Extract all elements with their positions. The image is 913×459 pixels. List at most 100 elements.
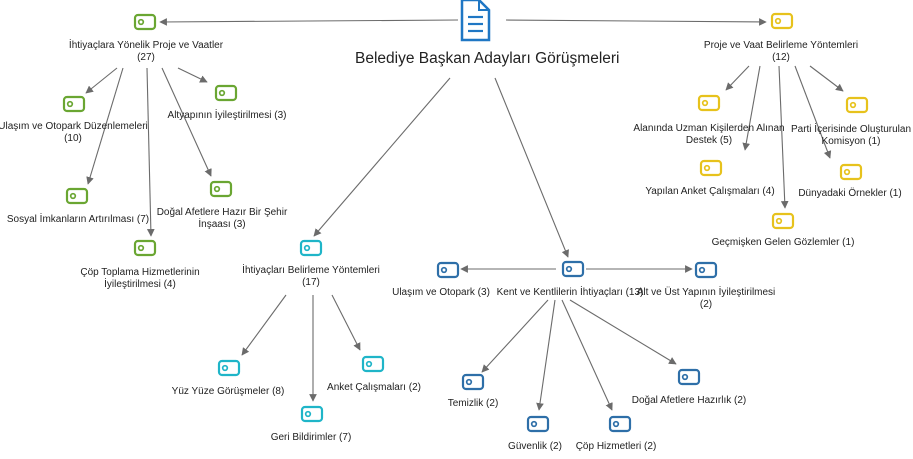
connector-arrow bbox=[536, 299, 556, 411]
node-guvenlik[interactable]: Güvenlik (2) bbox=[508, 441, 562, 453]
connector-arrow bbox=[794, 65, 832, 159]
node-label: Yüz Yüze Görüşmeler (8) bbox=[171, 386, 285, 397]
code-icon[interactable] bbox=[845, 96, 869, 114]
node-label: Alt ve Üst Yapının İyileştirilmesi bbox=[636, 287, 776, 298]
node-label: İhtiyaçlara Yönelik Proje ve Vaatler bbox=[68, 40, 224, 51]
connector-arrow bbox=[241, 294, 287, 356]
root-label: Belediye Başkan Adayları Görüşmeleri bbox=[355, 50, 620, 67]
node-cop[interactable]: Çöp Toplama Hizmetlerinin İyileştirilmes… bbox=[80, 267, 199, 291]
code-icon[interactable] bbox=[209, 180, 233, 198]
code-icon[interactable] bbox=[461, 373, 485, 391]
code-icon[interactable] bbox=[214, 84, 238, 102]
node-uzman[interactable]: Alanında Uzman Kişilerden Alınan Destek … bbox=[633, 123, 784, 147]
connector-arrow bbox=[561, 299, 613, 411]
code-icon[interactable] bbox=[608, 415, 632, 433]
node-gecmis[interactable]: Geçmişken Gelen Gözlemler (1) bbox=[712, 237, 855, 249]
code-icon[interactable] bbox=[697, 94, 721, 112]
code-icon[interactable] bbox=[65, 187, 89, 205]
code-icon[interactable] bbox=[699, 159, 723, 177]
connector-arrow bbox=[505, 18, 767, 26]
node-yuzyuze[interactable]: Yüz Yüze Görüşmeler (8) bbox=[172, 386, 285, 398]
code-icon[interactable] bbox=[839, 163, 863, 181]
node-label: Kent ve Kentlilerin İhtiyaçları (13) bbox=[496, 287, 644, 298]
node-label: Parti İçerisinde Oluşturulan bbox=[790, 124, 912, 135]
code-icon[interactable] bbox=[62, 95, 86, 113]
node-kent[interactable]: Kent ve Kentlilerin İhtiyaçları (13) bbox=[497, 287, 644, 299]
node-ulasim3[interactable]: Ulaşım ve Otopark (3) bbox=[392, 287, 490, 299]
code-icon[interactable] bbox=[299, 239, 323, 257]
code-icon[interactable] bbox=[300, 405, 324, 423]
node-dogal-sehir[interactable]: Doğal Afetlere Hazır Bir Şehir İnşaası (… bbox=[157, 207, 288, 231]
node-count: Destek (5) bbox=[685, 135, 733, 146]
node-label: Ulaşım ve Otopark Düzenlemeleri bbox=[0, 121, 148, 132]
node-label: Anket Çalışmaları (2) bbox=[327, 382, 421, 393]
node-label: Dünyadaki Örnekler (1) bbox=[798, 188, 902, 199]
connector-arrow bbox=[809, 65, 844, 92]
connector-lines bbox=[85, 18, 844, 411]
node-count: (2) bbox=[699, 299, 713, 310]
node-temizlik[interactable]: Temizlik (2) bbox=[448, 398, 499, 410]
connector-arrow bbox=[331, 294, 361, 351]
node-count: Komisyon (1) bbox=[821, 136, 881, 147]
node-label: Güvenlik (2) bbox=[508, 441, 562, 452]
code-icon[interactable] bbox=[133, 239, 157, 257]
node-count: (17) bbox=[302, 277, 320, 288]
node-count: (12) bbox=[772, 52, 790, 63]
node-label: Çöp Toplama Hizmetlerinin bbox=[80, 267, 200, 278]
node-dogal2[interactable]: Doğal Afetlere Hazırlık (2) bbox=[632, 395, 747, 407]
node-ihtiyac-bel[interactable]: İhtiyaçları Belirleme Yöntemleri (17) bbox=[242, 265, 380, 289]
node-label: İhtiyaçları Belirleme Yöntemleri bbox=[242, 265, 380, 276]
document-icon bbox=[460, 0, 491, 42]
node-anket-cal[interactable]: Yapılan Anket Çalışmaları (4) bbox=[645, 186, 774, 198]
connector-arrow bbox=[569, 299, 677, 365]
node-label: Ulaşım ve Otopark (3) bbox=[392, 287, 490, 298]
connector-arrow bbox=[161, 67, 212, 177]
code-icon[interactable] bbox=[217, 359, 241, 377]
node-label: Doğal Afetlere Hazır Bir Şehir bbox=[156, 207, 288, 218]
node-label: Alanında Uzman Kişilerden Alınan bbox=[633, 123, 785, 134]
node-label: Sosyal İmkanların Artırılması (7) bbox=[6, 214, 150, 225]
node-count: (10) bbox=[64, 133, 82, 144]
node-proje[interactable]: Proje ve Vaat Belirleme Yöntemleri (12) bbox=[704, 40, 858, 64]
connector-arrow bbox=[481, 299, 549, 373]
code-icon[interactable] bbox=[677, 368, 701, 386]
connector-arrow bbox=[159, 18, 459, 26]
code-icon[interactable] bbox=[771, 212, 795, 230]
node-sosyal[interactable]: Sosyal İmkanların Artırılması (7) bbox=[7, 214, 149, 226]
node-label: Yapılan Anket Çalışmaları (4) bbox=[645, 186, 775, 197]
node-altyapi[interactable]: Altyapının İyileştirilmesi (3) bbox=[168, 110, 287, 122]
node-parti[interactable]: Parti İçerisinde Oluşturulan Komisyon (1… bbox=[791, 124, 911, 148]
node-label: Proje ve Vaat Belirleme Yöntemleri bbox=[703, 40, 859, 51]
node-ihtiyaclara[interactable]: İhtiyaçlara Yönelik Proje ve Vaatler (27… bbox=[69, 40, 223, 64]
code-icon[interactable] bbox=[361, 355, 385, 373]
connector-arrow bbox=[313, 77, 451, 237]
connector-arrow bbox=[86, 67, 124, 185]
node-count: İnşaası (3) bbox=[198, 219, 246, 230]
code-icon[interactable] bbox=[770, 12, 794, 30]
node-label: Altyapının İyileştirilmesi (3) bbox=[167, 110, 287, 121]
connector-arrow bbox=[146, 67, 155, 237]
connector-arrow bbox=[778, 65, 789, 209]
connector-arrow bbox=[742, 65, 761, 151]
code-icon[interactable] bbox=[694, 261, 718, 279]
node-alt-ust[interactable]: Alt ve Üst Yapının İyileştirilmesi (2) bbox=[637, 287, 776, 311]
connector-arrow bbox=[177, 67, 208, 83]
code-icon[interactable] bbox=[526, 415, 550, 433]
node-anket2[interactable]: Anket Çalışmaları (2) bbox=[327, 382, 421, 394]
node-label: Geçmişken Gelen Gözlemler (1) bbox=[711, 237, 855, 248]
node-ulasim-otopark[interactable]: Ulaşım ve Otopark Düzenlemeleri (10) bbox=[0, 121, 148, 145]
node-cop-hiz[interactable]: Çöp Hizmetleri (2) bbox=[576, 441, 657, 453]
node-geri[interactable]: Geri Bildirimler (7) bbox=[271, 432, 352, 444]
node-dunya[interactable]: Dünyadaki Örnekler (1) bbox=[798, 188, 901, 200]
node-label: Doğal Afetlere Hazırlık (2) bbox=[631, 395, 747, 406]
code-icon[interactable] bbox=[436, 261, 460, 279]
node-icons bbox=[62, 12, 869, 433]
code-icon[interactable] bbox=[561, 260, 585, 278]
node-count: (27) bbox=[137, 52, 155, 63]
code-icon[interactable] bbox=[133, 13, 157, 31]
node-label: Geri Bildirimler (7) bbox=[270, 432, 352, 443]
connector-arrow bbox=[494, 77, 569, 258]
connector-arrow bbox=[85, 67, 118, 94]
node-label: Çöp Hizmetleri (2) bbox=[575, 441, 657, 452]
